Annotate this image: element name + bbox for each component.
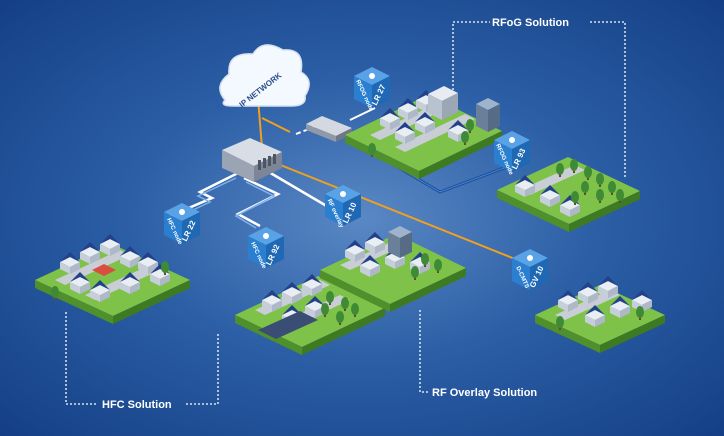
hfc-solution-label: HFC Solution bbox=[102, 399, 172, 411]
hfc-callout-line bbox=[65, 312, 98, 405]
white-fiber-link bbox=[295, 123, 323, 135]
hfc-callout-line bbox=[186, 332, 219, 405]
hfc-neighborhood-2 bbox=[235, 274, 385, 355]
orange-fiber-link bbox=[261, 117, 291, 133]
rfog-callout-line bbox=[452, 21, 490, 90]
rfog-node-lr27: RFOG node LR 27 bbox=[354, 67, 390, 113]
rfog-node-lr93: RFOG node LR 93 bbox=[494, 131, 530, 177]
ip-network-cloud: IP NETWORK bbox=[219, 44, 310, 109]
orange-fiber-link bbox=[267, 159, 531, 266]
callout-lines bbox=[65, 21, 626, 405]
white-fiber-link bbox=[235, 176, 281, 228]
rf-overlay-callout-line bbox=[419, 310, 428, 393]
white-fiber-link bbox=[169, 170, 241, 218]
hfc-node-lr92: HFC node LR 92 bbox=[248, 227, 284, 270]
headend-server bbox=[222, 138, 282, 182]
hfc-neighborhood bbox=[35, 234, 190, 324]
rfog-neighborhood-1 bbox=[345, 86, 502, 179]
rfog-solution-label: RFoG Solution bbox=[492, 17, 569, 29]
dcmts-neighborhood bbox=[535, 276, 665, 353]
white-fiber-link bbox=[349, 107, 376, 121]
connections bbox=[169, 97, 531, 266]
rf-overlay-neighborhood bbox=[320, 226, 466, 312]
rfog-headend-unit bbox=[306, 116, 352, 142]
blue-fiber-link bbox=[234, 181, 276, 229]
rfog-neighborhood-2 bbox=[497, 157, 640, 232]
rfog-callout-line bbox=[590, 21, 626, 178]
white-fiber-link bbox=[261, 166, 331, 210]
hfc-node-lr22: HFC node LR 22 bbox=[164, 203, 200, 246]
rf-overlay-node-lr10: RF overlay LR 10 bbox=[325, 185, 361, 229]
dcmts-node-gv10: D-CMTS GV 10 bbox=[512, 249, 548, 290]
rf-overlay-solution-label: RF Overlay Solution bbox=[432, 387, 537, 399]
